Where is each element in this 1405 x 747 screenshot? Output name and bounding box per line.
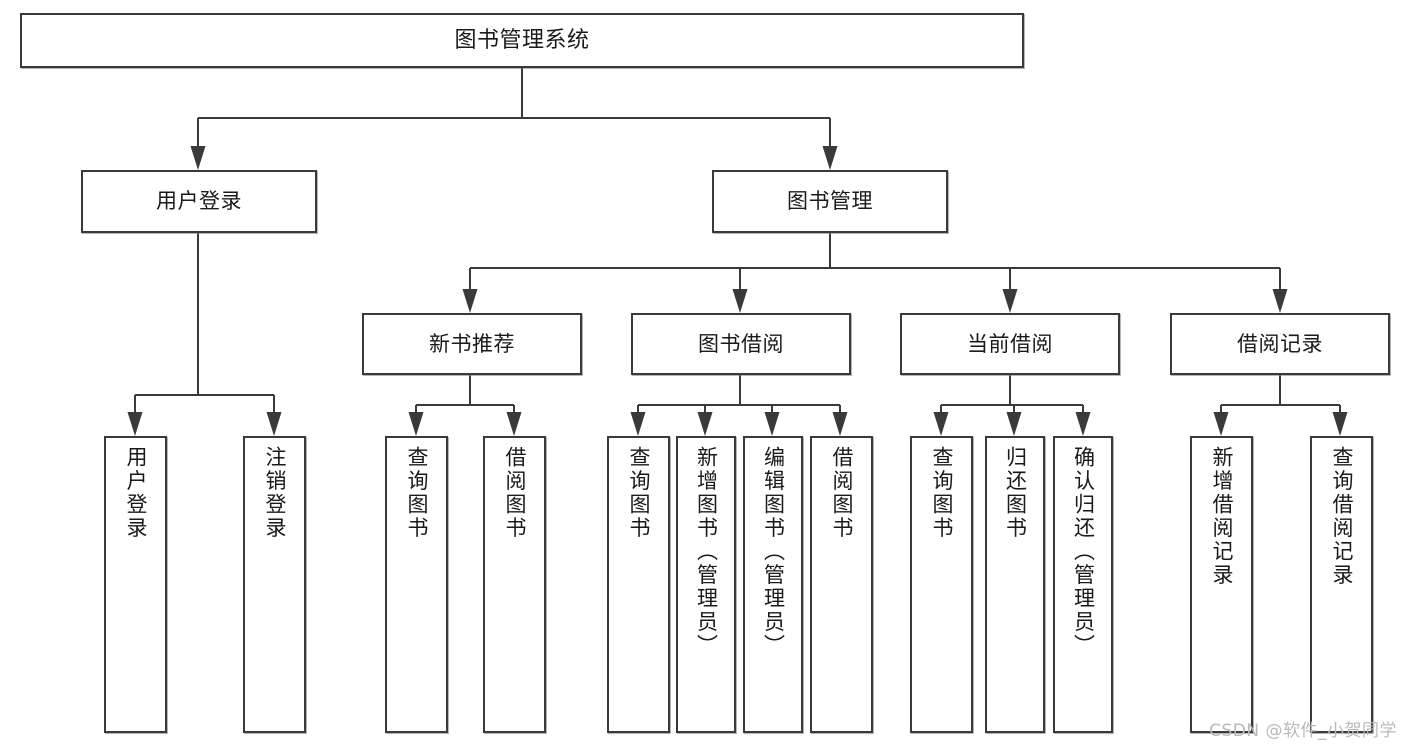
leaf-node-4[interactable]: 查询图书 — [607, 436, 670, 733]
node-label: 归还图书 — [1003, 446, 1028, 540]
leaf-node-1[interactable]: 注销登录 — [243, 436, 306, 733]
root-node[interactable]: 图书管理系统 — [20, 13, 1024, 68]
node-label: 查询图书 — [405, 446, 429, 540]
node-label: 当前借阅 — [967, 331, 1053, 356]
level2-node-1[interactable]: 图书管理 — [712, 170, 948, 233]
arrow-head-icon — [506, 412, 522, 436]
node-label: 借阅图书 — [503, 446, 527, 540]
leaf-node-6[interactable]: 编辑图书（管理员） — [743, 436, 803, 733]
arrow-head-icon — [732, 289, 748, 313]
arrow-head-icon — [462, 289, 478, 313]
arrow-head-icon — [822, 146, 838, 170]
arrow-head-icon — [1332, 412, 1348, 436]
leaf-node-0[interactable]: 用户登录 — [104, 436, 167, 733]
node-label: 新书推荐 — [429, 331, 515, 356]
node-label: 借阅记录 — [1237, 331, 1323, 356]
csdn-watermark: CSDN @软件_小贺同学 — [1209, 721, 1397, 741]
level3-node-3[interactable]: 借阅记录 — [1170, 313, 1390, 375]
level2-node-0[interactable]: 用户登录 — [81, 170, 317, 233]
level3-node-0[interactable]: 新书推荐 — [362, 313, 582, 375]
level3-node-2[interactable]: 当前借阅 — [900, 313, 1120, 375]
node-label: 借阅图书 — [830, 446, 854, 540]
node-label: 新增借阅记录 — [1210, 446, 1234, 587]
arrow-head-icon — [1002, 289, 1018, 313]
arrow-head-icon — [408, 412, 424, 436]
arrow-head-icon — [1213, 412, 1229, 436]
leaf-node-11[interactable]: 新增借阅记录 — [1190, 436, 1253, 733]
leaf-node-9[interactable]: 归还图书 — [985, 436, 1045, 733]
level3-node-1[interactable]: 图书借阅 — [631, 313, 851, 375]
node-label: 确认归还（管理员） — [1071, 446, 1096, 658]
arrow-head-icon — [1006, 412, 1022, 436]
arrow-head-icon — [190, 146, 206, 170]
node-label: 注销登录 — [263, 446, 287, 540]
leaf-node-2[interactable]: 查询图书 — [385, 436, 448, 733]
node-label: 用户登录 — [124, 446, 148, 540]
arrow-head-icon — [832, 412, 848, 436]
arrow-head-icon — [764, 412, 780, 436]
node-label: 图书管理 — [787, 189, 873, 214]
leaf-node-3[interactable]: 借阅图书 — [483, 436, 546, 733]
arrow-head-icon — [630, 412, 646, 436]
arrow-head-icon — [933, 412, 949, 436]
node-label: 用户登录 — [156, 189, 242, 214]
arrow-head-icon — [1272, 289, 1288, 313]
node-label: 图书管理系统 — [454, 27, 590, 53]
leaf-node-10[interactable]: 确认归还（管理员） — [1053, 436, 1113, 733]
node-label: 新增图书（管理员） — [694, 446, 719, 658]
arrow-head-icon — [127, 412, 143, 436]
node-label: 查询图书 — [930, 446, 954, 540]
arrow-head-icon — [1075, 412, 1091, 436]
arrow-head-icon — [266, 412, 282, 436]
leaf-node-7[interactable]: 借阅图书 — [810, 436, 873, 733]
node-label: 查询图书 — [627, 446, 651, 540]
leaf-node-12[interactable]: 查询借阅记录 — [1310, 436, 1373, 733]
node-label: 查询借阅记录 — [1330, 446, 1354, 587]
node-label: 编辑图书（管理员） — [761, 446, 786, 658]
leaf-node-8[interactable]: 查询图书 — [910, 436, 973, 733]
arrow-head-icon — [697, 412, 713, 436]
node-label: 图书借阅 — [698, 331, 784, 356]
leaf-node-5[interactable]: 新增图书（管理员） — [676, 436, 736, 733]
